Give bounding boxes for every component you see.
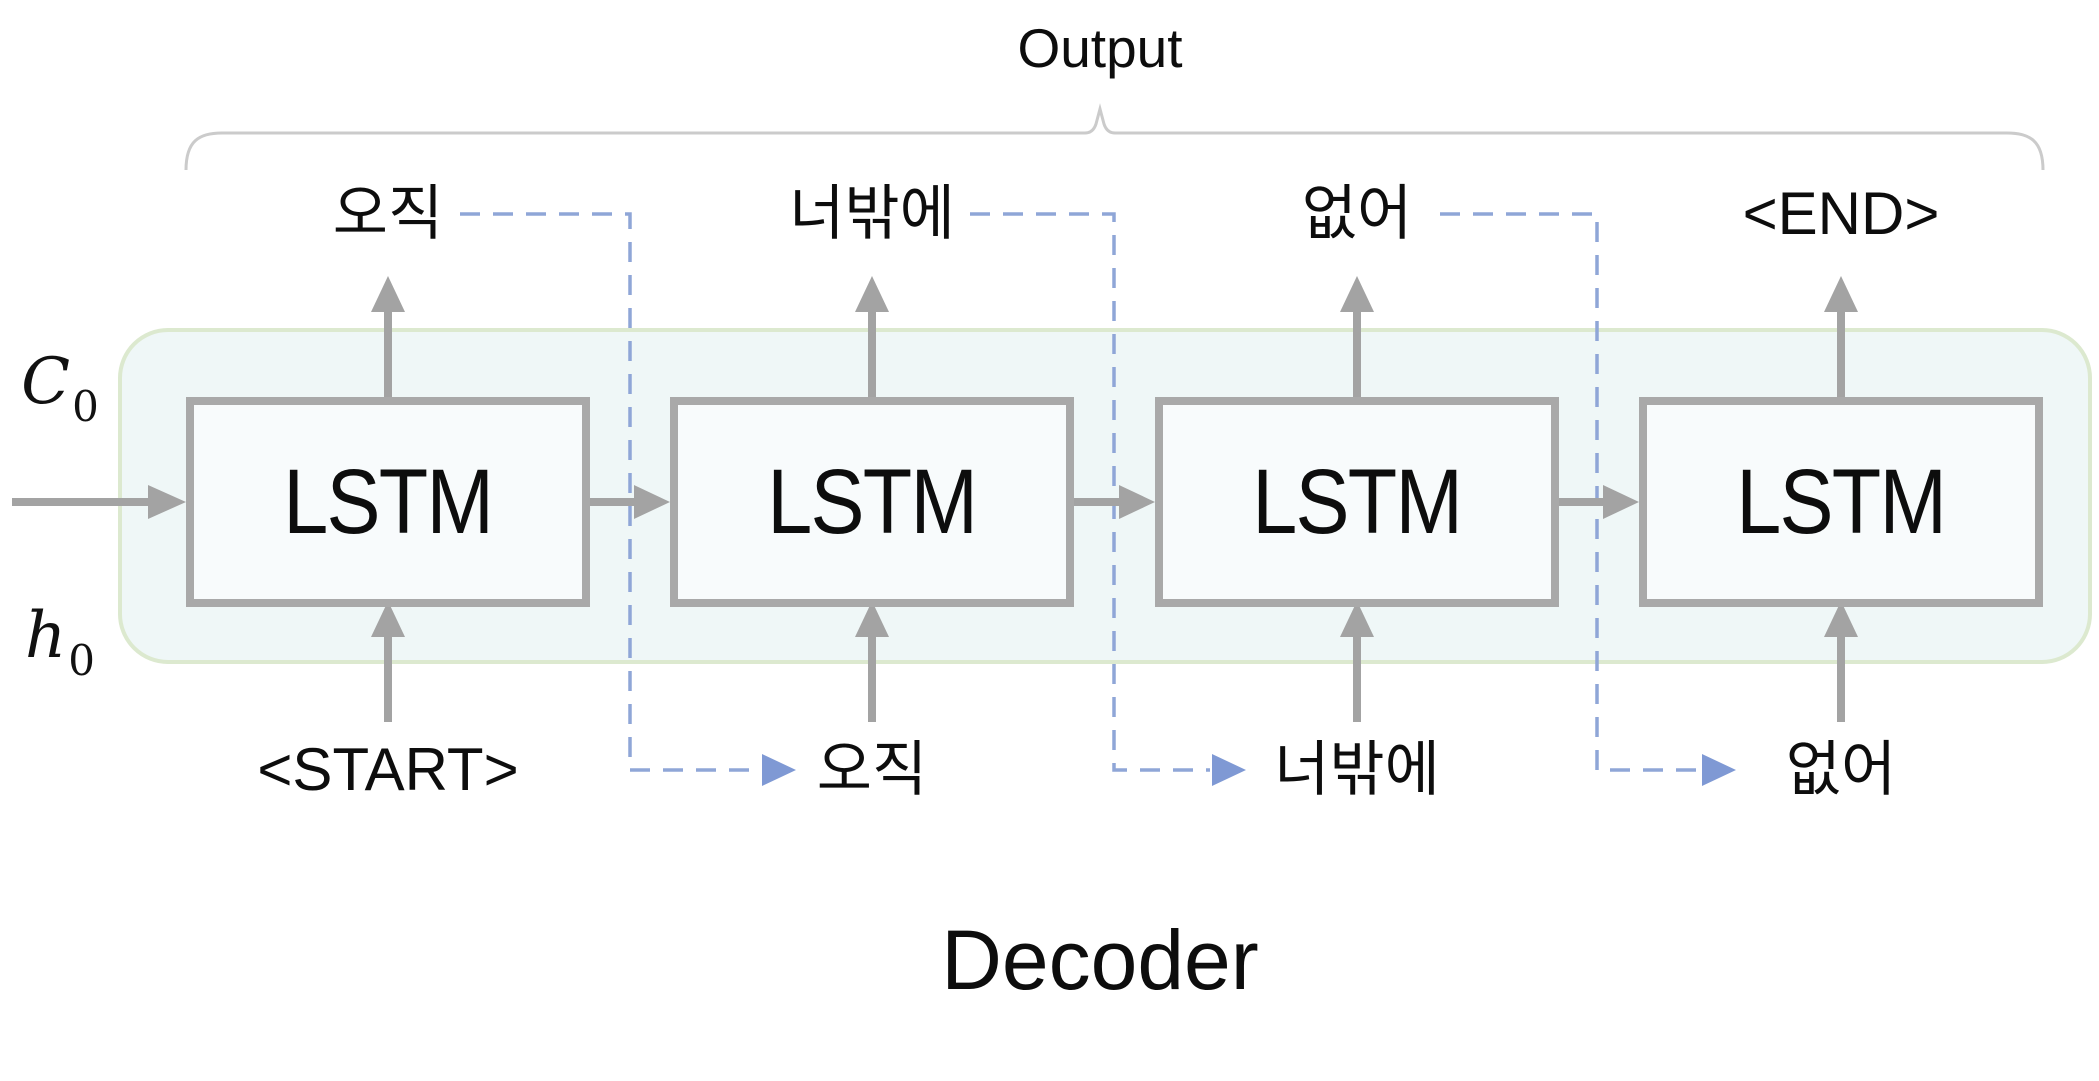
output-token-4: <END>: [1742, 180, 1940, 247]
hidden-state-subscript: 0: [68, 636, 95, 685]
feedback-arrowhead-1-icon: [762, 754, 796, 786]
output-token-3: 없어: [1301, 180, 1413, 247]
lstm-cell-1-label: LSTM: [283, 451, 495, 553]
connector-arrowhead-2-icon: [1119, 485, 1155, 519]
input-token-1: <START>: [257, 736, 519, 803]
feedback-arrowheads: [762, 754, 1736, 786]
lstm-cell-2-label: LSTM: [767, 451, 979, 553]
output-arrowhead-1-icon: [371, 276, 405, 312]
gray-arrowheads: [148, 276, 1858, 637]
input-arrowhead-1-icon: [371, 601, 405, 637]
feedback-arrowhead-3-icon: [1702, 754, 1736, 786]
feedback-connections: [460, 212, 1700, 772]
lstm-cell-4-label: LSTM: [1736, 451, 1948, 553]
input-token-4: 없어: [1785, 736, 1897, 803]
decoder-container: [118, 328, 2092, 664]
connector-arrowhead-3-icon: [1603, 485, 1639, 519]
output-token-1: 오직: [332, 180, 444, 247]
cell-state-label: C0: [0, 350, 140, 428]
input-arrowhead-2-icon: [855, 601, 889, 637]
feedback-path-1: [460, 212, 760, 772]
connector-arrowhead-1-icon: [634, 485, 670, 519]
output-token-2: 너밖에: [789, 180, 955, 247]
feedback-path-2: [970, 212, 1210, 772]
initial-state-arrowhead-icon: [148, 485, 186, 519]
output-arrowhead-2-icon: [855, 276, 889, 312]
input-arrowhead-4-icon: [1824, 601, 1858, 637]
cell-state-subscript: 0: [72, 382, 99, 431]
hidden-state-label: h0: [0, 604, 140, 682]
output-brace: [184, 103, 2045, 171]
cell-state-symbol: C: [21, 345, 71, 419]
lstm-cell-1: LSTM: [186, 397, 590, 607]
decoder-caption: Decoder: [941, 913, 1259, 1007]
lstm-cell-2: LSTM: [670, 397, 1074, 607]
input-token-2: 오직: [816, 736, 928, 803]
output-section-title: Output: [1017, 17, 1183, 79]
lstm-cell-3: LSTM: [1155, 397, 1559, 607]
hidden-state-symbol: h: [25, 599, 67, 673]
feedback-path-3: [1440, 212, 1700, 772]
input-arrowhead-3-icon: [1340, 601, 1374, 637]
output-arrowhead-4-icon: [1824, 276, 1858, 312]
gray-arrow-lines: [12, 310, 1845, 722]
lstm-cell-3-label: LSTM: [1252, 451, 1464, 553]
feedback-arrowhead-2-icon: [1212, 754, 1246, 786]
output-arrowhead-3-icon: [1340, 276, 1374, 312]
lstm-cell-4: LSTM: [1639, 397, 2043, 607]
input-token-3: 너밖에: [1274, 736, 1440, 803]
